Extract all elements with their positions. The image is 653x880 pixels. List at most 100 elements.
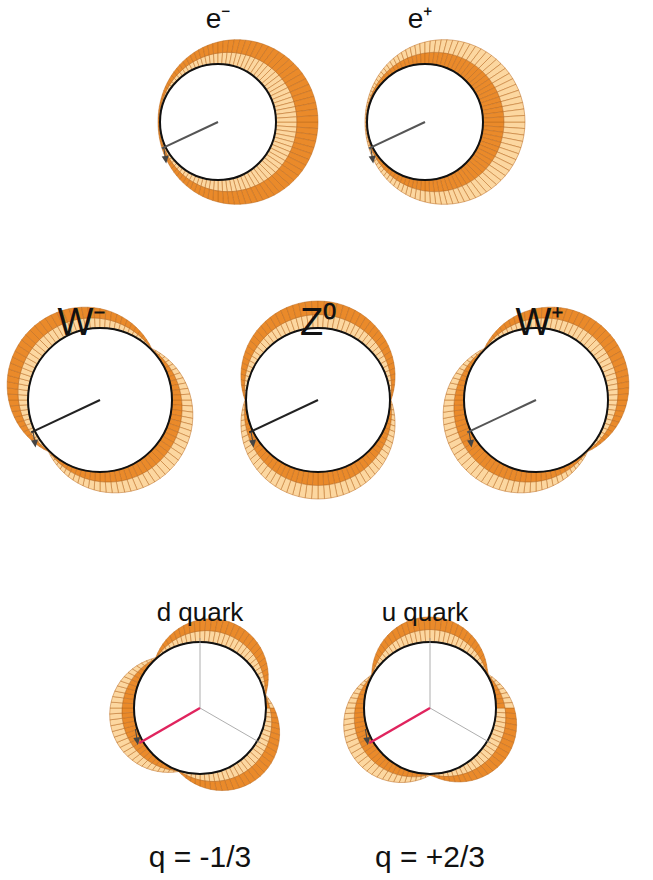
particle-label: W⁻ — [58, 302, 107, 344]
ribbon-segment — [504, 115, 525, 122]
ribbon-segment — [8, 394, 19, 400]
ribbon-segment — [186, 775, 191, 781]
ribbon-segment — [536, 472, 541, 482]
ribbon-segment — [454, 395, 464, 400]
ribbon-segment — [318, 472, 324, 486]
ribbon-segment — [100, 482, 106, 493]
ribbon-segment — [444, 776, 450, 781]
ribbon-segment — [122, 708, 134, 713]
ribbon-segment — [324, 485, 331, 499]
radius-line — [139, 708, 200, 743]
radius-line — [249, 400, 318, 432]
spin-arrow-head — [31, 440, 38, 448]
radius-line — [430, 638, 431, 708]
particle-label: u quark — [382, 598, 469, 627]
radius-line — [31, 400, 100, 432]
ribbon-segment — [420, 42, 425, 54]
ribbon-segment — [95, 472, 100, 482]
radius-line — [200, 708, 261, 743]
ribbon-segment — [346, 703, 356, 708]
ribbon-segment — [110, 713, 123, 720]
ribbon-segment — [445, 394, 455, 400]
ribbon-segment — [241, 410, 244, 416]
ribbon-segment — [541, 471, 547, 481]
ribbon-segment — [496, 703, 505, 708]
ribbon-segment — [504, 703, 514, 708]
ribbon-segment — [421, 776, 426, 780]
charge-label: q = -1/3 — [149, 840, 252, 873]
radius-line — [200, 638, 201, 708]
ribbon-segment — [391, 405, 394, 410]
ribbon-segment — [205, 781, 211, 789]
ribbon-segment — [421, 53, 425, 64]
ribbon-segment — [454, 400, 464, 405]
ribbon-segment — [200, 780, 205, 788]
ribbon-segment — [608, 395, 618, 400]
ribbon-segment — [367, 141, 370, 145]
ribbon-segment — [94, 481, 100, 491]
ribbon-segment — [617, 400, 627, 406]
ribbon-segment — [105, 482, 112, 493]
spin-arrow-head — [249, 440, 256, 448]
ribbon-segment — [297, 115, 318, 122]
ribbon-segment — [158, 118, 159, 122]
ribbon-segment — [425, 180, 430, 192]
ribbon-segment — [345, 708, 355, 714]
ribbon-segment — [618, 388, 629, 395]
ribbon-segment — [241, 415, 245, 421]
ribbon-segment — [110, 708, 122, 714]
ribbon-segment — [354, 712, 364, 718]
ribbon-segment — [213, 42, 218, 54]
ribbon-segment — [105, 471, 111, 482]
radius-line — [430, 708, 491, 743]
ribbon-segment — [607, 389, 618, 395]
spin-arrow-head — [363, 737, 370, 745]
ribbon-segment — [391, 379, 395, 385]
ribbon-segment — [18, 400, 28, 405]
charge-label: q = +2/3 — [375, 840, 485, 873]
ribbon-segment — [355, 703, 364, 708]
radius-line — [467, 400, 536, 432]
ribbon-segment — [270, 708, 276, 713]
ribbon-segment — [195, 779, 200, 786]
ribbon-segment — [425, 775, 430, 778]
ribbon-segment — [265, 685, 268, 691]
base-circle — [367, 64, 483, 180]
ribbon-segment — [344, 713, 355, 719]
ribbon-segment — [365, 118, 366, 122]
ribbon-segment — [505, 708, 515, 714]
ribbon-segment — [181, 394, 191, 400]
ribbon-segment — [269, 703, 274, 708]
ribbon-segment — [503, 697, 513, 703]
ribbon-segment — [242, 390, 245, 395]
particle-label: Z⁰ — [300, 302, 336, 344]
ribbon-segment — [190, 632, 196, 643]
ribbon-segment — [182, 773, 186, 778]
ribbon-segment — [318, 485, 324, 499]
ribbon-segment — [19, 405, 29, 411]
particle-label: e⁺ — [408, 4, 433, 35]
ribbon-segment — [425, 191, 430, 203]
ribbon-segment — [541, 480, 547, 490]
ribbon-segment — [276, 117, 297, 122]
ribbon-segment — [218, 191, 223, 203]
ribbon-segment — [608, 400, 618, 405]
ribbon-segment — [267, 699, 271, 704]
particle-label: e⁻ — [206, 4, 231, 35]
ribbon-segment — [208, 43, 214, 54]
particle-label: d quark — [157, 598, 244, 627]
spin-arrow-head — [467, 440, 474, 448]
base-circle — [464, 328, 608, 472]
ribbon-segment — [439, 776, 444, 780]
ribbon-segment — [182, 400, 193, 406]
ribbon-segment — [434, 775, 439, 778]
ribbon-segment — [530, 482, 536, 493]
radius-line — [369, 122, 425, 148]
ribbon-segment — [454, 405, 465, 411]
ribbon-segment — [536, 481, 542, 491]
ribbon-segment — [354, 708, 364, 713]
ribbon-segment — [483, 117, 504, 122]
radius-line — [369, 708, 430, 743]
spin-arrow-head — [369, 156, 376, 164]
